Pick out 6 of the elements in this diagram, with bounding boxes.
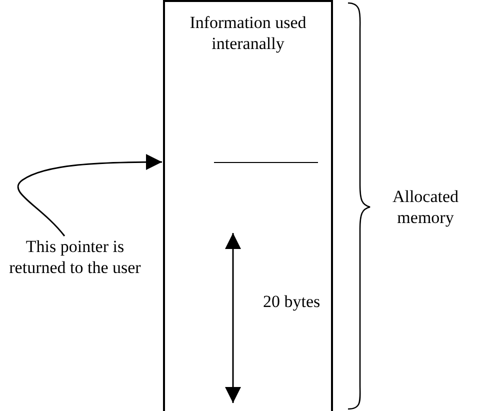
header-text: Information used interanally (165, 12, 331, 54)
size-label: 20 bytes (263, 292, 320, 312)
pointer-note: This pointer is returned to the user (0, 236, 150, 278)
bracket-label: Allocated memory (391, 186, 460, 228)
curved-arrow (17, 154, 162, 236)
memory-block (163, 0, 333, 411)
